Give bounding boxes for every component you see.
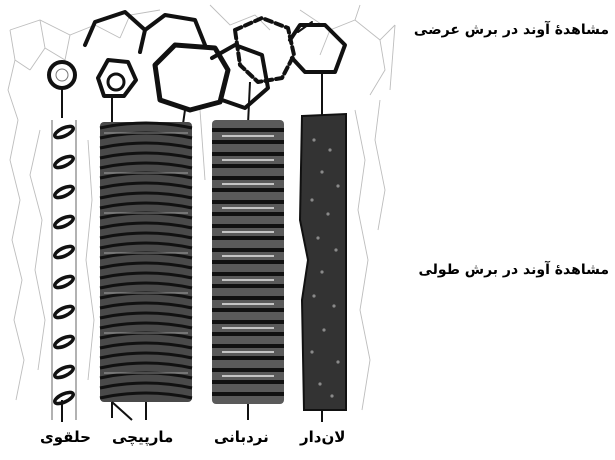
annular-vessel <box>52 120 76 422</box>
pitted-vessel-label: لان‌دار <box>300 428 345 446</box>
spiral-vessel-label: مارپیچی <box>112 428 173 446</box>
spiral-vessel <box>100 122 192 420</box>
scalariform-vessel-label: نردبانی <box>214 428 269 446</box>
longitudinal-section-label: مشاهدهٔ آوند در برش طولی <box>419 262 609 278</box>
annular-vessel-label: حلقوی <box>40 428 91 446</box>
pitted-vessel <box>300 114 346 422</box>
annular-ring <box>49 62 75 88</box>
scalariform-vessel <box>212 120 284 420</box>
cross-section-rings <box>49 12 345 110</box>
cross-section-label: مشاهدهٔ آوند در برش عرضی <box>414 22 609 38</box>
connector-lines <box>62 72 322 124</box>
